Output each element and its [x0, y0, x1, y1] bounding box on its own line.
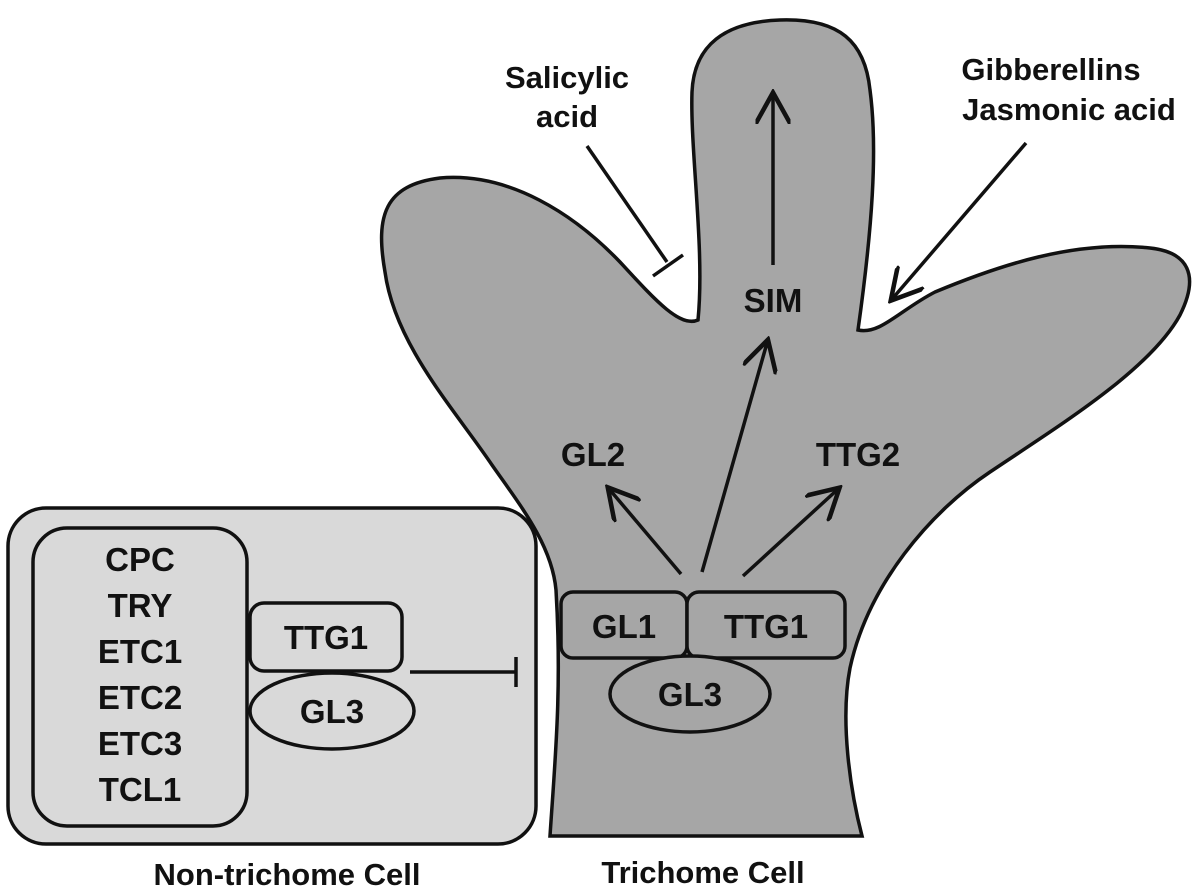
inhibitor-label: TCL1: [99, 771, 182, 808]
salicylic-inhibition-bar: [651, 253, 685, 278]
gl3-ellipse-trichome: [608, 654, 772, 734]
inhibitor-label: ETC3: [98, 725, 182, 762]
trichome-caption: Trichome Cell: [601, 855, 804, 890]
arrow-to-ttg2: [741, 490, 837, 578]
gl3-trichome-label: GL3: [658, 676, 722, 713]
ttg1-box-non-trichome: [248, 601, 404, 673]
arrow-to-gl2: [610, 490, 683, 576]
inhibitor-label: CPC: [105, 541, 175, 578]
jasmonic-acid-label: Jasmonic acid: [962, 92, 1176, 127]
inhibitor-label: TRY: [108, 587, 173, 624]
gl3-non-trichome-label: GL3: [300, 693, 364, 730]
ttg1-trichome-label: TTG1: [724, 608, 808, 645]
inhibitor-list-box: [31, 526, 249, 828]
ttg1-box-trichome: [685, 590, 847, 660]
inhibitor-label: ETC1: [98, 633, 182, 670]
gl2-label: GL2: [561, 436, 625, 473]
salicylic-label-line1: Salicylic: [505, 60, 629, 95]
arrow-to-sim: [700, 343, 767, 573]
gl3-ellipse-non-trichome: [248, 671, 416, 751]
ttg2-label: TTG2: [816, 436, 900, 473]
gibberellins-label: Gibberellins: [961, 52, 1140, 87]
gl1-label: GL1: [592, 608, 656, 645]
salicylic-inhibition-line: [585, 145, 669, 263]
salicylic-label-line2: acid: [536, 99, 598, 134]
sim-label: SIM: [744, 282, 803, 319]
non-trichome-caption: Non-trichome Cell: [154, 857, 421, 892]
inhibitor-label: ETC2: [98, 679, 182, 716]
gibberellins-arrow: [893, 141, 1028, 298]
ttg1-non-trichome-label: TTG1: [284, 619, 368, 656]
